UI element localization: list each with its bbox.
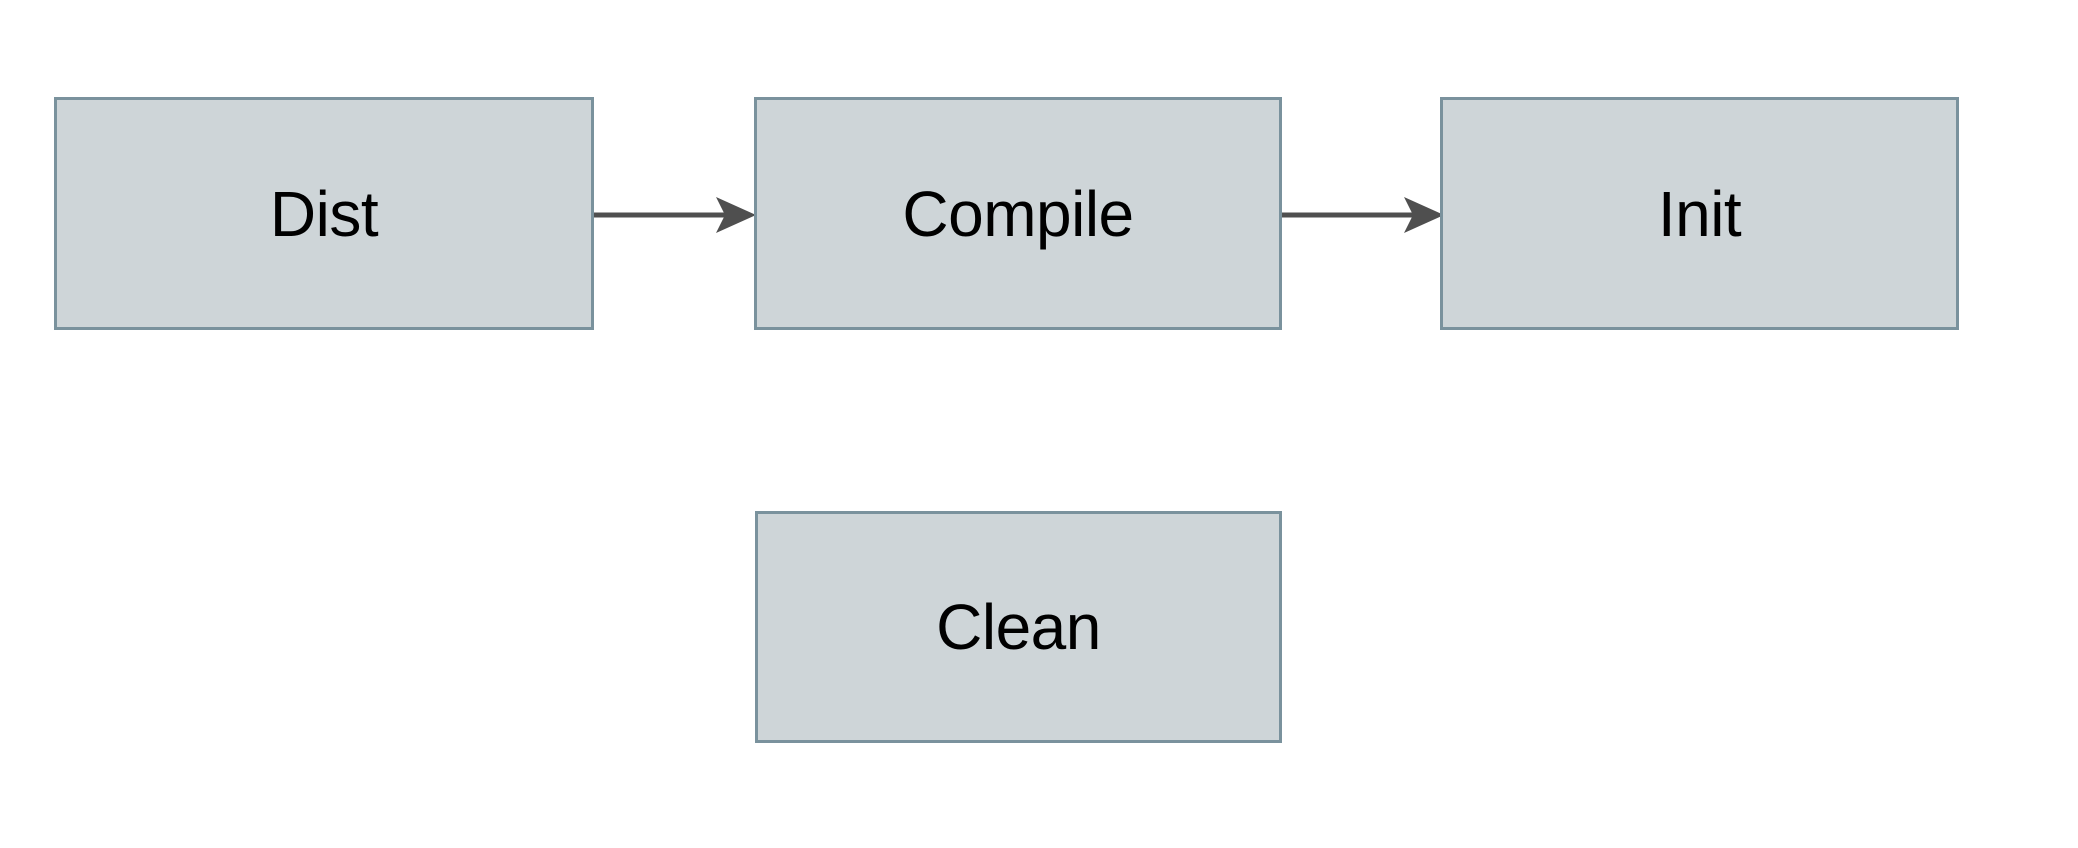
node-init-label: Init [1657, 177, 1742, 250]
edge-dist-to-compile [594, 197, 756, 233]
node-init[interactable]: Init [1440, 97, 1959, 330]
node-dist[interactable]: Dist [54, 97, 594, 330]
arrowhead-icon [716, 197, 756, 233]
node-dist-label: Dist [269, 177, 379, 250]
arrowhead-icon [1404, 197, 1444, 233]
node-clean-label: Clean [936, 591, 1101, 663]
edge-compile-to-init [1282, 197, 1444, 233]
node-compile[interactable]: Compile [754, 97, 1282, 330]
node-compile-label: Compile [902, 177, 1134, 250]
node-clean[interactable]: Clean [755, 511, 1282, 743]
